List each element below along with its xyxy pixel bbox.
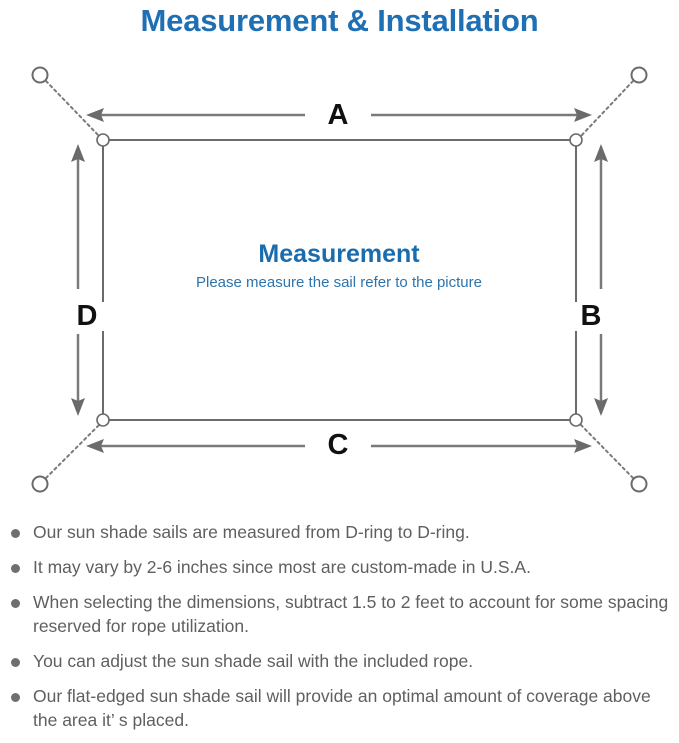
d-ring-top-right-icon [569, 133, 583, 147]
list-item: Our sun shade sails are measured from D-… [0, 520, 679, 544]
arrowhead-a-left [86, 108, 104, 122]
list-item-text: You can adjust the sun shade sail with t… [33, 651, 474, 671]
d-ring-bottom-right-icon [569, 413, 583, 427]
bullet-icon [11, 529, 20, 538]
bullet-icon [11, 564, 20, 573]
anchor-top-left-icon [31, 66, 49, 84]
anchor-bottom-left-icon [31, 475, 49, 493]
page-title: Measurement & Installation [140, 3, 539, 38]
dimension-label-a: A [308, 101, 368, 130]
list-item-text: When selecting the dimensions, subtract … [33, 592, 669, 636]
diagram-svg [31, 66, 648, 493]
dimension-label-b: B [570, 302, 612, 331]
measurement-subtext: Please measure the sail refer to the pic… [196, 274, 482, 291]
list-item-text: It may vary by 2-6 inches since most are… [33, 557, 531, 577]
arrowhead-a-right [574, 108, 592, 122]
sail-rectangle [102, 139, 577, 421]
measurement-heading: Measurement [258, 240, 420, 268]
bullet-icon [11, 599, 20, 608]
list-item: It may vary by 2-6 inches since most are… [0, 555, 679, 579]
list-item: When selecting the dimensions, subtract … [0, 590, 679, 638]
arrowhead-c-left [86, 439, 104, 453]
rope-line-bottom-right [580, 424, 634, 479]
bullet-icon [11, 693, 20, 702]
list-item-text: Our flat-edged sun shade sail will provi… [33, 686, 651, 730]
arrowhead-b-bottom [594, 398, 608, 416]
rope-line-top-left [45, 80, 100, 137]
d-ring-top-left-icon [96, 133, 110, 147]
sail-measurement-diagram: A B C D Measurement Please measure the s… [0, 44, 679, 514]
list-item-text: Our sun shade sails are measured from D-… [33, 522, 470, 542]
anchor-bottom-right-icon [630, 475, 648, 493]
sail-center-text: Measurement Please measure the sail refe… [113, 239, 565, 294]
arrowhead-c-right [574, 439, 592, 453]
rope-line-top-right [580, 80, 634, 137]
d-ring-bottom-left-icon [96, 413, 110, 427]
list-item: Our flat-edged sun shade sail will provi… [0, 684, 679, 732]
bullet-icon [11, 658, 20, 667]
dimension-label-d: D [66, 302, 108, 331]
notes-list: Our sun shade sails are measured from D-… [0, 520, 679, 743]
dimension-label-c: C [308, 431, 368, 460]
arrowhead-b-top [594, 144, 608, 162]
anchor-top-right-icon [630, 66, 648, 84]
arrowhead-d-top [71, 144, 85, 162]
list-item: You can adjust the sun shade sail with t… [0, 649, 679, 673]
arrowhead-d-bottom [71, 398, 85, 416]
rope-line-bottom-left [45, 424, 100, 479]
